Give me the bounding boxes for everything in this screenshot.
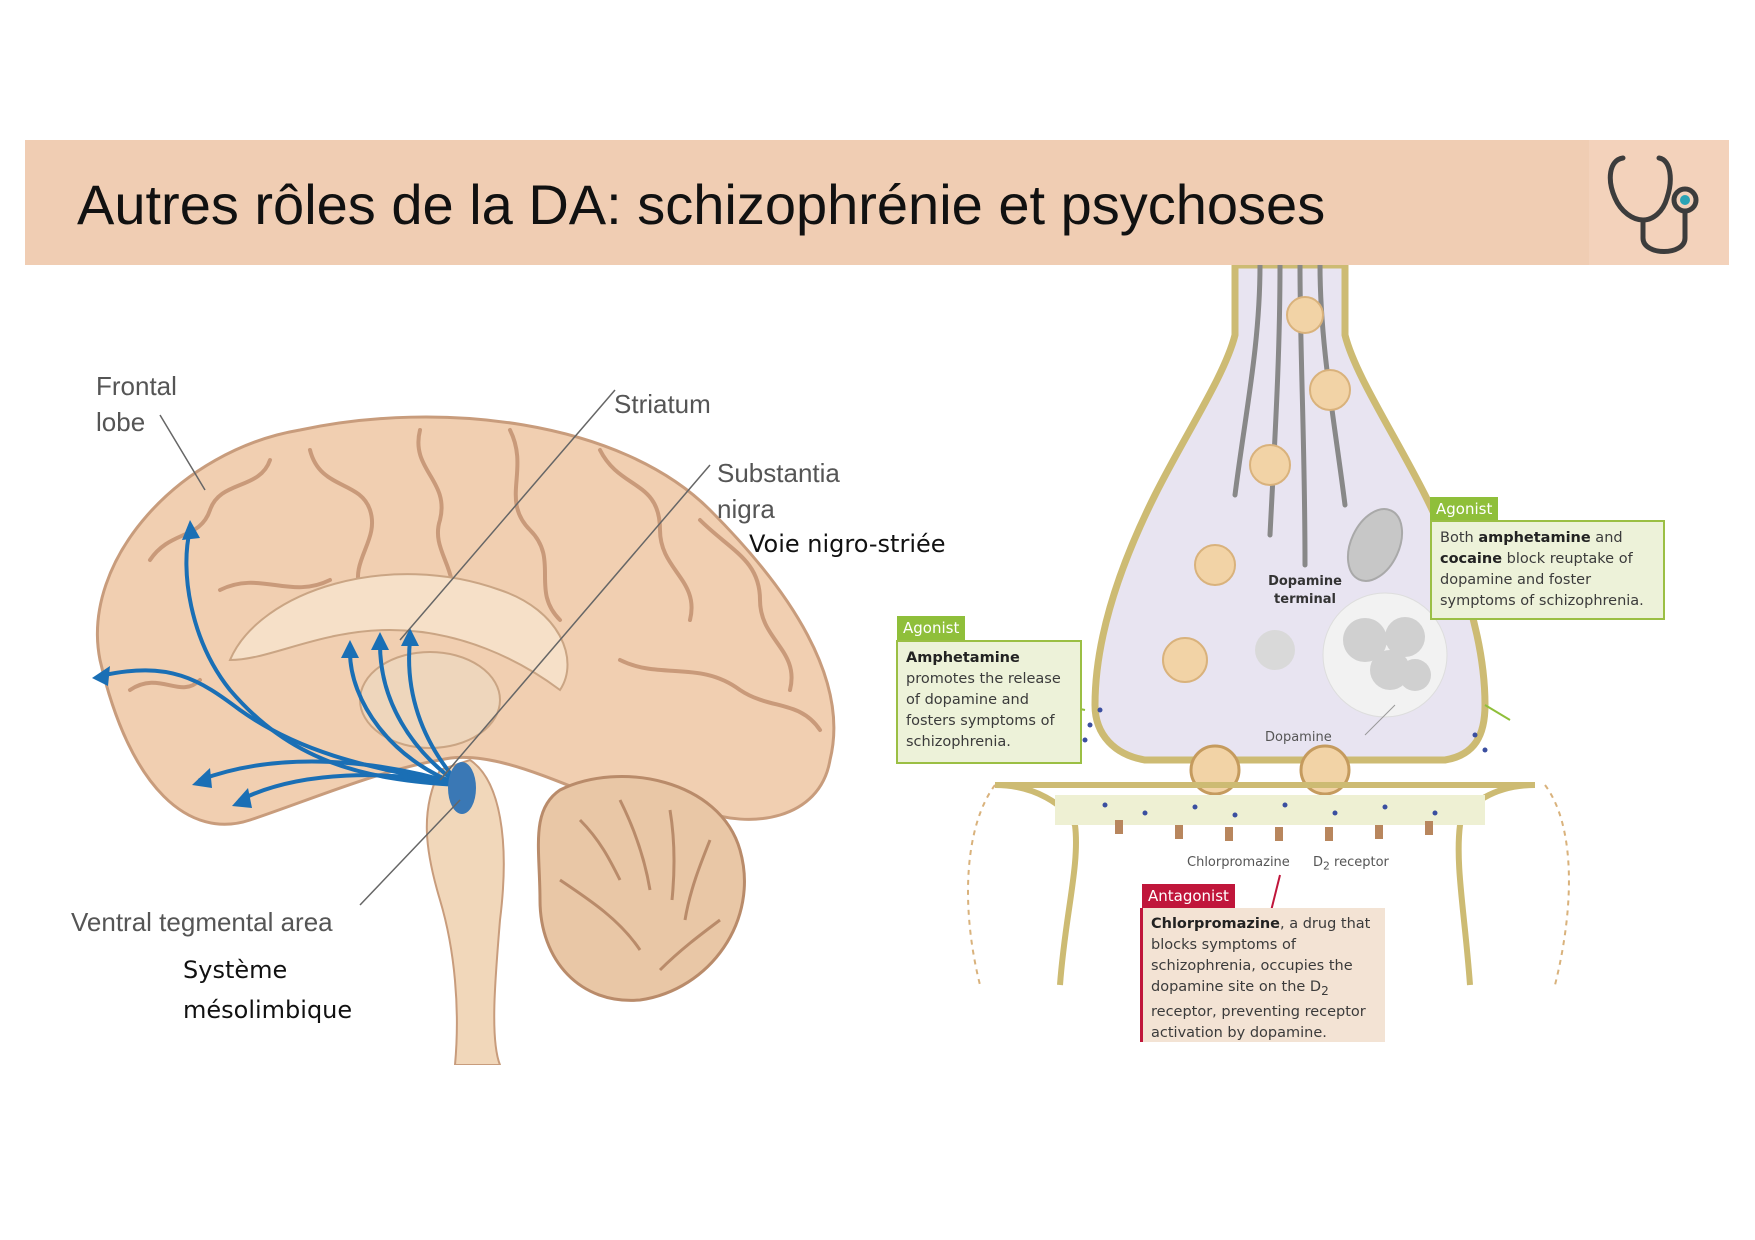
pathway-arrowheads: [92, 520, 419, 808]
vesicles: [1162, 296, 1351, 683]
callout-chlorpromazine-text2: receptor, preventing receptor activation…: [1151, 1003, 1366, 1041]
d2-receptors: [1115, 820, 1433, 841]
callout-reuptake-text: block reuptake of dopamine and foster sy…: [1440, 551, 1644, 609]
tag-agonist-left: Agonist: [897, 616, 966, 640]
dopamine-dots: [1082, 707, 1488, 818]
callout-chlorpromazine: Chlorpromazine, a drug that blocks sympt…: [1140, 908, 1385, 1042]
callout-reuptake-cocaine: cocaine: [1440, 551, 1503, 567]
tag-antagonist: Antagonist: [1142, 884, 1235, 908]
callout-reuptake-mid: and: [1590, 530, 1623, 546]
note-nigrostriatal-pathway: Voie nigro-striée: [749, 530, 946, 558]
dopamine-pathways: [98, 528, 462, 802]
diffusion-arrows: [967, 784, 1570, 986]
tag-agonist-right: Agonist: [1430, 497, 1499, 521]
logo-box: [1589, 140, 1729, 265]
cerebellum: [536, 775, 746, 1002]
d2-label-sub: 2: [1323, 859, 1330, 873]
title-bar: Autres rôles de la DA: schizophrénie et …: [25, 140, 1729, 265]
synapse-diagram: [967, 265, 1570, 986]
callout-amphetamine-release: Amphetamine promotes the release of dopa…: [896, 640, 1082, 764]
label-dopamine: Dopamine: [1265, 730, 1332, 745]
label-d2-receptor: D2 receptor: [1313, 855, 1389, 873]
cerebellum-folia: [559, 799, 721, 972]
mitochondrion: [1346, 508, 1404, 582]
vta-nucleus: [448, 762, 476, 814]
d2-label-rest: receptor: [1329, 855, 1389, 870]
label-substantia-nigra: Substantia nigra: [717, 458, 840, 524]
label-ventral-tegmental-area: Ventral tegmental area: [71, 907, 333, 937]
callout-reuptake-pre: Both: [1440, 530, 1479, 546]
brain-diagram: [92, 389, 836, 1065]
label-chlorpromazine: Chlorpromazine: [1187, 855, 1290, 870]
label-frontal-lobe: Frontal lobe: [96, 371, 177, 437]
note-mesolimbic-system: Système mésolimbique: [183, 956, 353, 1024]
slide-title: Autres rôles de la DA: schizophrénie et …: [77, 173, 1326, 236]
callout-amphetamine-bold: Amphetamine: [906, 650, 1020, 666]
callout-chlorpromazine-bold: Chlorpromazine: [1151, 916, 1280, 932]
gyri-texture: [128, 428, 822, 732]
callout-reuptake-amphetamine: amphetamine: [1478, 530, 1591, 546]
callout-reuptake-blockers: Both amphetamine and cocaine block reupt…: [1430, 520, 1665, 620]
label-dopamine-terminal: Dopamine terminal: [1268, 574, 1342, 607]
d2-label-main: D: [1313, 855, 1324, 870]
callout-amphetamine-text: promotes the release of dopamine and fos…: [906, 671, 1061, 750]
label-striatum: Striatum: [614, 389, 711, 419]
callout-chlorpromazine-sub: 2: [1321, 983, 1329, 998]
postsynaptic-membrane: [994, 782, 1536, 986]
corpus-callosum: [228, 573, 569, 692]
callout-chlorpromazine-text1: , a drug that blocks symptoms of schizop…: [1151, 916, 1371, 995]
stethoscope-icon: [1607, 155, 1699, 254]
leader-lines: [159, 389, 711, 906]
brainstem: [425, 758, 505, 1065]
